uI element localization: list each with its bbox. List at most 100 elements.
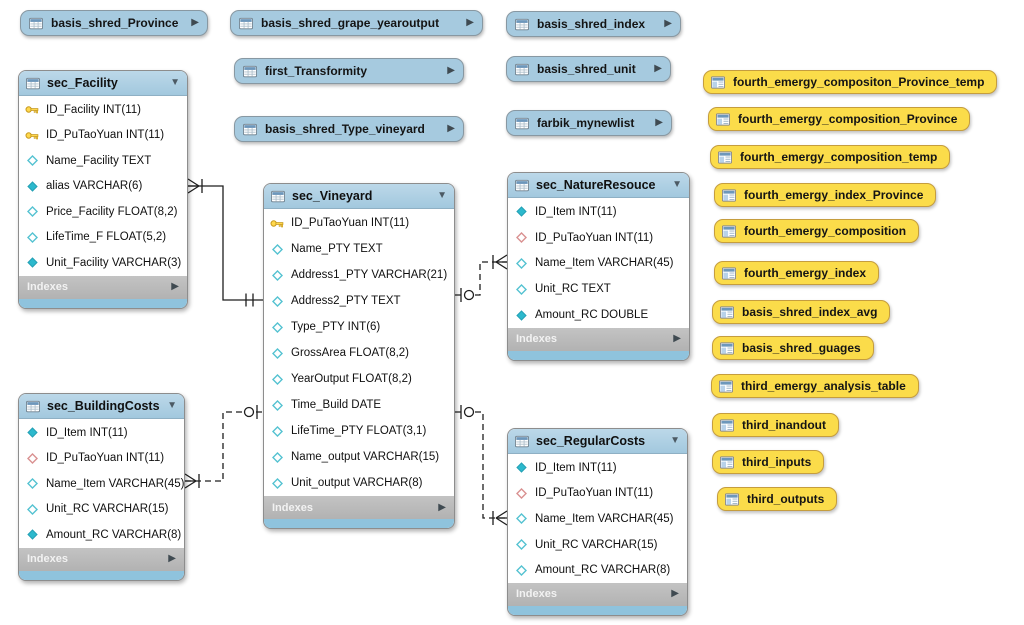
column-row[interactable]: ID_Facility INT(11)	[19, 97, 187, 123]
collapse-arrow-icon[interactable]: ▼	[670, 435, 680, 446]
table-header[interactable]: sec_Vineyard ▼	[264, 184, 454, 209]
column-row[interactable]: Unit_Facility VARCHAR(3)	[19, 250, 187, 276]
indexes-bar[interactable]: Indexes▶	[508, 327, 689, 351]
column-row[interactable]: Name_Item VARCHAR(45)	[19, 471, 184, 497]
indexes-bar[interactable]: Indexes ▶	[19, 275, 187, 299]
expand-arrow-icon[interactable]: ▶	[664, 18, 672, 29]
column-row[interactable]: Name_Facility TEXT	[19, 148, 187, 174]
collapsed-table-basis_shred_Type_vineyard[interactable]: basis_shred_Type_vineyard▶	[234, 116, 464, 142]
table-sec_Facility[interactable]: sec_Facility▼ID_Facility INT(11)ID_PuTao…	[18, 70, 188, 309]
indexes-bar[interactable]: Indexes▶	[19, 547, 184, 571]
collapse-arrow-icon[interactable]: ▼	[437, 190, 447, 201]
column-definition: Name_output VARCHAR(15)	[291, 451, 440, 463]
column-row[interactable]: ID_PuTaoYuan INT(11)	[508, 481, 687, 507]
column-row[interactable]: Unit_output VARCHAR(8)	[264, 470, 454, 496]
expand-arrow-icon[interactable]: ▶	[447, 123, 455, 134]
column-row[interactable]: Amount_RC VARCHAR(8)	[508, 557, 687, 583]
view-third_outputs[interactable]: third_outputs	[717, 487, 838, 511]
view-icon	[716, 112, 730, 126]
collapse-arrow-icon[interactable]: ▼	[167, 400, 177, 411]
column-row[interactable]: Name_Item VARCHAR(45)	[508, 506, 687, 532]
column-row[interactable]: ID_Item INT(11)	[19, 420, 184, 446]
column-list: ID_Item INT(11)ID_PuTaoYuan INT(11)Name_…	[19, 419, 184, 548]
table-name: sec_Vineyard	[292, 189, 373, 203]
relationship-sec_BuildingCosts-sec_Vineyard[interactable]	[184, 405, 263, 489]
indexes-bar[interactable]: Indexes▶	[508, 582, 687, 606]
expand-arrow-icon[interactable]: ▶	[191, 17, 199, 28]
column-row[interactable]: Type_PTY INT(6)	[264, 314, 454, 340]
column-row[interactable]: Name_PTY TEXT	[264, 236, 454, 262]
column-row[interactable]: ID_PuTaoYuan INT(11)	[508, 225, 689, 251]
view-basis_shred_index_avg[interactable]: basis_shred_index_avg	[712, 300, 891, 324]
expand-indexes-arrow-icon[interactable]: ▶	[671, 588, 679, 600]
column-row[interactable]: Address2_PTY TEXT	[264, 288, 454, 314]
expand-indexes-arrow-icon[interactable]: ▶	[673, 333, 681, 345]
expand-arrow-icon[interactable]: ▶	[654, 63, 662, 74]
column-row[interactable]: alias VARCHAR(6)	[19, 174, 187, 200]
view-third_inandout[interactable]: third_inandout	[712, 413, 839, 437]
column-outline-icon	[270, 477, 284, 489]
collapsed-table-first_Transformity[interactable]: first_Transformity▶	[234, 58, 464, 84]
column-row[interactable]: Name_Item VARCHAR(45)	[508, 251, 689, 277]
indexes-label: Indexes	[27, 281, 68, 293]
collapsed-table-basis_shred_Province[interactable]: basis_shred_Province▶	[20, 10, 208, 36]
collapse-arrow-icon[interactable]: ▼	[672, 179, 682, 190]
column-row[interactable]: GrossArea FLOAT(8,2)	[264, 340, 454, 366]
column-row[interactable]: Unit_RC TEXT	[508, 276, 689, 302]
table-icon	[515, 63, 529, 76]
table-sec_RegularCosts[interactable]: sec_RegularCosts▼ID_Item INT(11)ID_PuTao…	[507, 428, 688, 616]
view-fourth_emergy_composition[interactable]: fourth_emergy_composition	[714, 219, 920, 243]
table-header[interactable]: sec_BuildingCosts▼	[19, 394, 184, 419]
collapsed-table-basis_shred_grape_yearoutput[interactable]: basis_shred_grape_yearoutput▶	[230, 10, 483, 36]
column-outline-icon	[514, 283, 528, 295]
relationship-sec_Facility-sec_Vineyard[interactable]	[187, 178, 263, 307]
collapsed-table-basis_shred_index[interactable]: basis_shred_index▶	[506, 11, 681, 37]
view-third_emergy_analysis_table[interactable]: third_emergy_analysis_table	[711, 374, 919, 398]
column-row[interactable]: Name_output VARCHAR(15)	[264, 444, 454, 470]
relationship-sec_RegularCosts-sec_Vineyard[interactable]	[455, 405, 508, 526]
column-row[interactable]: Address1_PTY VARCHAR(21)	[264, 262, 454, 288]
collapse-arrow-icon[interactable]: ▼	[170, 77, 180, 88]
view-fourth_emergy_compositon_Province_temp[interactable]: fourth_emergy_compositon_Province_temp	[703, 70, 998, 94]
column-row[interactable]: LifeTime_PTY FLOAT(3,1)	[264, 418, 454, 444]
view-fourth_emergy_index[interactable]: fourth_emergy_index	[714, 261, 880, 285]
view-fourth_emergy_composition_temp[interactable]: fourth_emergy_composition_temp	[710, 145, 951, 169]
column-row[interactable]: ID_PuTaoYuan INT(11)	[19, 446, 184, 472]
column-row[interactable]: Unit_RC VARCHAR(15)	[508, 532, 687, 558]
column-row[interactable]: ID_PuTaoYuan INT(11)	[19, 123, 187, 149]
expand-indexes-arrow-icon[interactable]: ▶	[171, 281, 179, 292]
table-sec_BuildingCosts[interactable]: sec_BuildingCosts▼ID_Item INT(11)ID_PuTa…	[18, 393, 185, 581]
table-sec_NatureResouce[interactable]: sec_NatureResouce▼ID_Item INT(11)ID_PuTa…	[507, 172, 690, 361]
collapsed-table-basis_shred_unit[interactable]: basis_shred_unit▶	[506, 56, 671, 82]
column-row[interactable]: LifeTime_F FLOAT(5,2)	[19, 225, 187, 251]
indexes-bar[interactable]: Indexes▶	[264, 496, 454, 519]
collapsed-table-farbik_mynewlist[interactable]: farbik_mynewlist▶	[506, 110, 672, 136]
column-row[interactable]: Time_Build DATE	[264, 392, 454, 418]
expand-indexes-arrow-icon[interactable]: ▶	[168, 553, 176, 564]
column-row[interactable]: Amount_RC VARCHAR(8)	[19, 522, 184, 548]
column-definition: Amount_RC DOUBLE	[535, 309, 649, 322]
column-row[interactable]: ID_PuTaoYuan INT(11)	[264, 210, 454, 236]
view-basis_shred_guages[interactable]: basis_shred_guages	[712, 336, 874, 360]
table-header[interactable]: sec_Facility▼	[19, 71, 187, 96]
column-definition: Amount_RC VARCHAR(8)	[46, 528, 182, 541]
view-fourth_emergy_composition_Province[interactable]: fourth_emergy_composition_Province	[708, 107, 971, 131]
expand-arrow-icon[interactable]: ▶	[466, 17, 474, 28]
column-row[interactable]: Amount_RC DOUBLE	[508, 302, 689, 328]
column-row[interactable]: Price_Facility FLOAT(8,2)	[19, 199, 187, 225]
expand-indexes-arrow-icon[interactable]: ▶	[438, 501, 446, 513]
column-row[interactable]: Unit_RC VARCHAR(15)	[19, 497, 184, 523]
view-third_inputs[interactable]: third_inputs	[712, 450, 825, 474]
view-fourth_emergy_index_Province[interactable]: fourth_emergy_index_Province	[714, 183, 937, 207]
table-bottom-strip	[19, 570, 184, 580]
column-row[interactable]: ID_Item INT(11)	[508, 199, 689, 225]
expand-arrow-icon[interactable]: ▶	[655, 117, 663, 128]
expand-arrow-icon[interactable]: ▶	[447, 65, 455, 76]
relationship-sec_NatureResouce-sec_Vineyard[interactable]	[455, 254, 508, 302]
column-row[interactable]: YearOutput FLOAT(8,2)	[264, 366, 454, 392]
table-sec_Vineyard[interactable]: sec_Vineyard ▼ ID_PuTaoYuan INT(11)Name_PT…	[263, 183, 455, 529]
table-header[interactable]: sec_NatureResouce▼	[508, 173, 689, 198]
column-row[interactable]: ID_Item INT(11)	[508, 455, 687, 481]
column-definition: LifeTime_PTY FLOAT(3,1)	[291, 425, 427, 437]
table-header[interactable]: sec_RegularCosts▼	[508, 429, 687, 454]
